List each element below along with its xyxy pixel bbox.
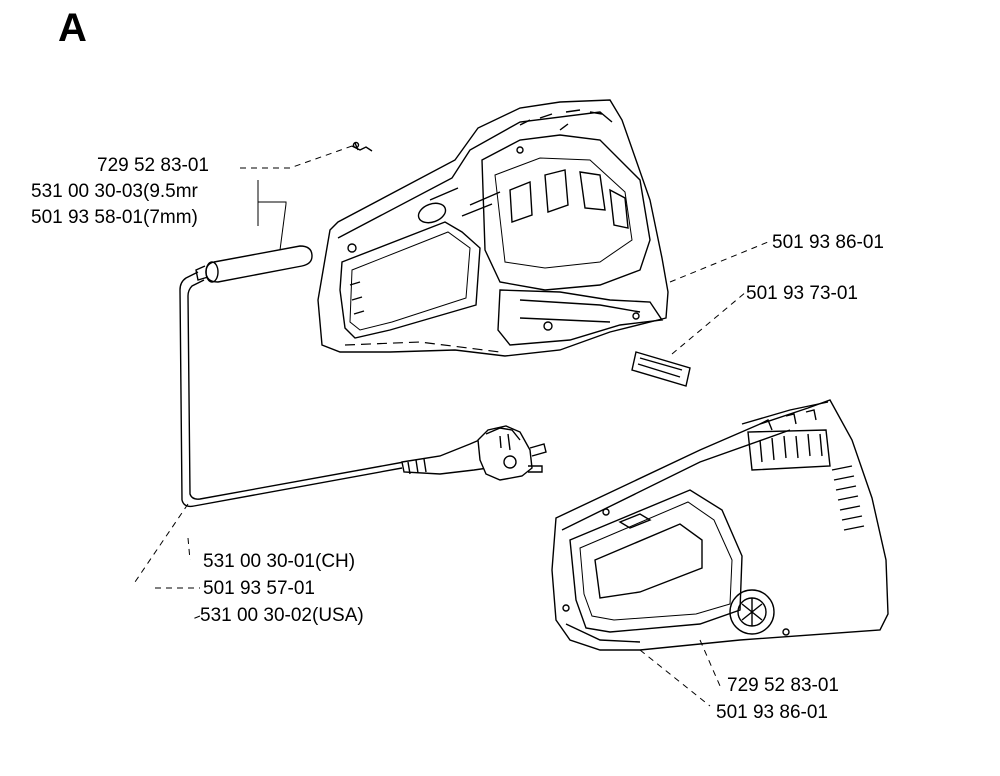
leader-lines — [134, 145, 769, 707]
housing-half-upper — [317, 99, 669, 357]
label-bottom-screw: 729 52 83-01 — [727, 675, 839, 696]
label-plate: 501 93 73-01 — [746, 283, 858, 304]
screw-top — [351, 141, 373, 152]
power-plug — [401, 425, 547, 481]
cover-plate — [631, 351, 691, 387]
label-sleeve-9-5mm: 531 00 30-03(9.5mr — [31, 181, 198, 202]
housing-lower — [551, 399, 889, 651]
label-bottom-housing: 501 93 86-01 — [716, 702, 828, 723]
label-cable-usa: 531 00 30-02(USA) — [200, 605, 364, 626]
label-cable-ch: 531 00 30-01(CH) — [203, 551, 356, 572]
label-cable-std: 501 93 57-01 — [203, 578, 315, 599]
label-housing-right: 501 93 86-01 — [772, 232, 884, 253]
section-letter: A — [58, 6, 87, 50]
label-sleeve-7mm: 501 93 58-01(7mm) — [31, 207, 198, 228]
power-cable — [179, 271, 405, 508]
cable-sleeve — [195, 245, 313, 283]
label-top-screw: 729 52 83-01 — [97, 155, 209, 176]
